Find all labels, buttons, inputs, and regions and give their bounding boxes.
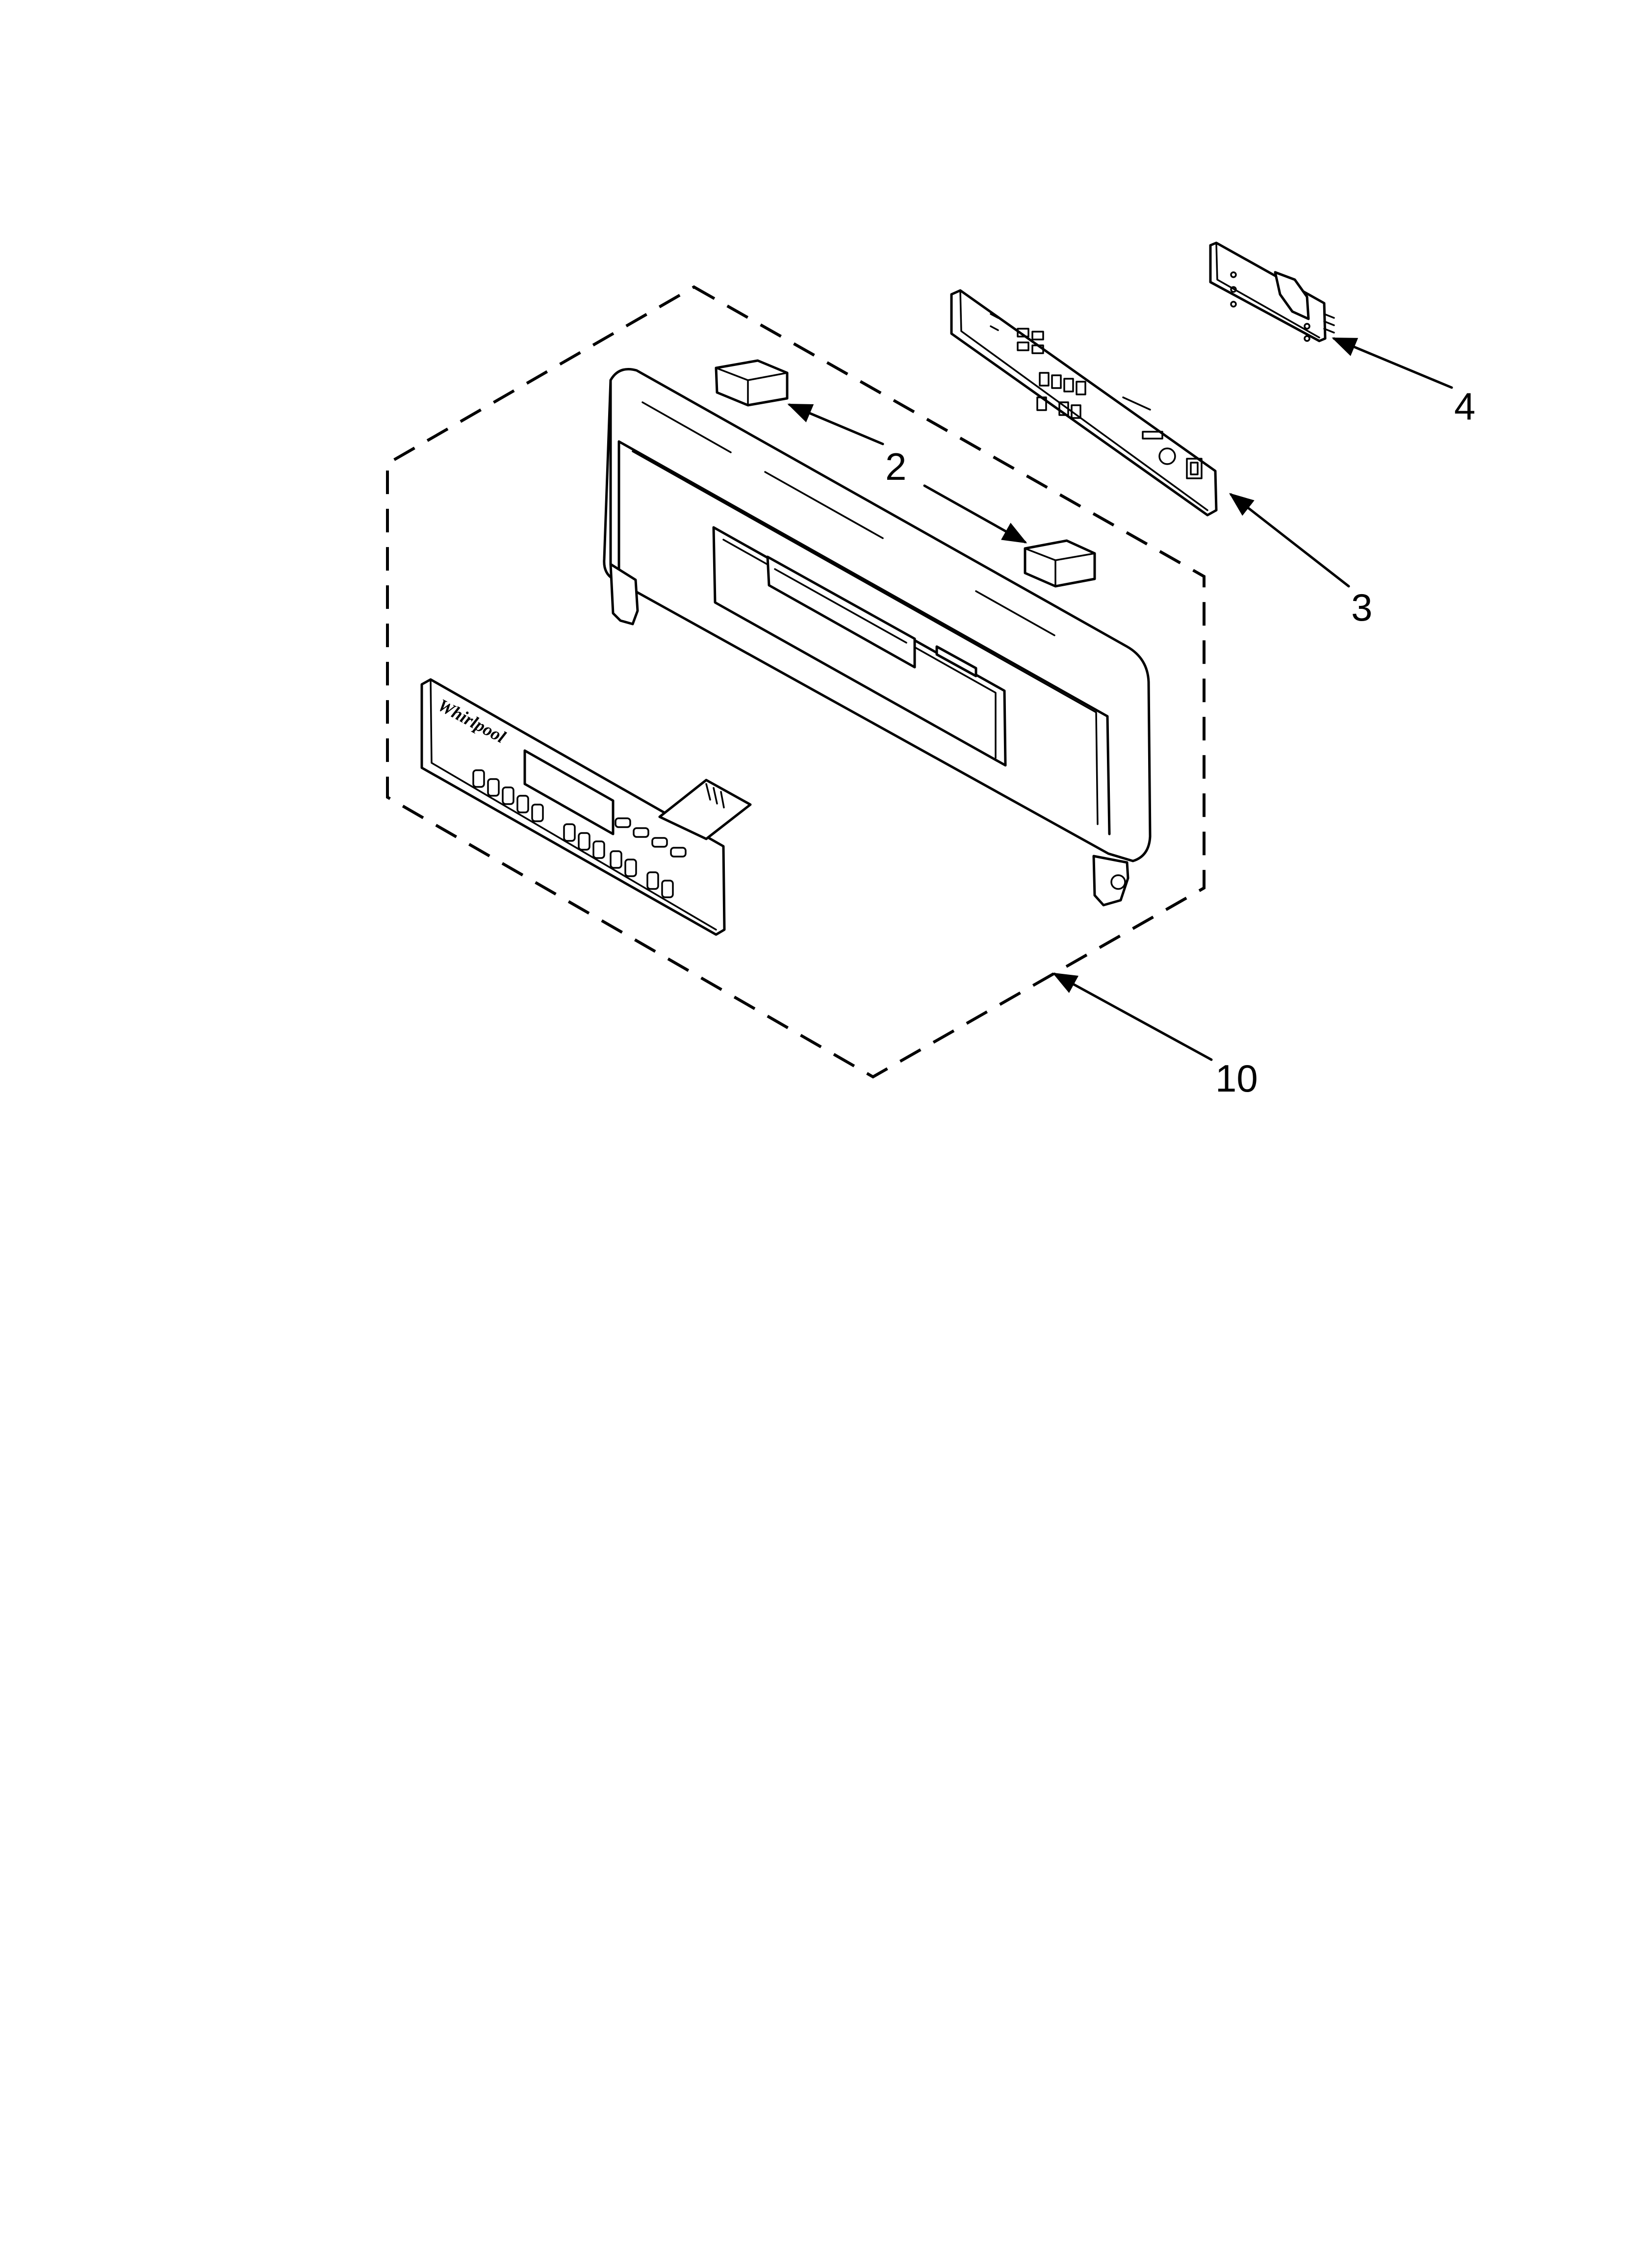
callout-2: 2 — [885, 445, 906, 488]
callout-10: 10 — [1215, 1057, 1258, 1100]
spacer-block-upper — [715, 359, 789, 407]
control-panel-housing — [603, 368, 1152, 907]
leader-lines — [787, 337, 1453, 1061]
touch-pad-overlay: Whirlpool — [420, 678, 752, 936]
auxiliary-board — [1209, 241, 1335, 342]
callout-4: 4 — [1454, 385, 1475, 428]
control-board — [950, 289, 1218, 517]
assembly-boundary — [386, 285, 1206, 1079]
callout-3: 3 — [1351, 586, 1372, 629]
spacer-block-lower — [1024, 539, 1096, 588]
